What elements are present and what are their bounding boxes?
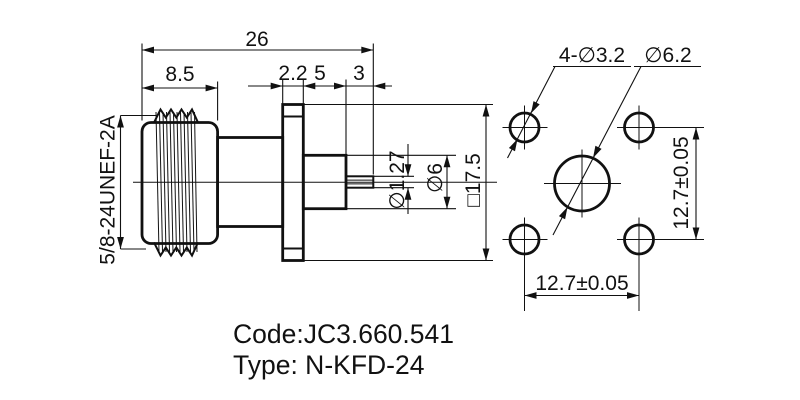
dim-hole-spacing-vertical: 12.7±0.05 <box>670 127 700 240</box>
dim-26-text: 26 <box>245 28 268 51</box>
dim-hole-spacing-horizontal: 12.7±0.05 <box>524 272 639 299</box>
dim-thread-spec: 5/8-24UNEF-2A <box>97 114 158 265</box>
title-block: Code:JC3.660.541 Type: N-KFD-24 <box>233 319 454 380</box>
dim-hole-spacing-vertical-text: 12.7±0.05 <box>670 136 693 229</box>
dim-insulator-diameter-text: ∅6 <box>424 163 447 193</box>
dim-pin-diameter-text: ∅1.27 <box>386 150 409 209</box>
dim-5-text: 5 <box>314 62 326 85</box>
dim-8-5-text: 8.5 <box>165 63 194 86</box>
thread-spec-text: 5/8-24UNEF-2A <box>97 115 120 264</box>
dim-overall-length: 26 <box>141 28 374 175</box>
mounting-holes-label-text: 4-∅3.2 <box>559 44 625 67</box>
part-code-text: Code:JC3.660.541 <box>233 319 454 349</box>
leader-mounting-holes: 4-∅3.2 <box>507 44 631 159</box>
dim-insulator-diameter: ∅6 <box>346 154 456 210</box>
dim-3-text: 3 <box>353 62 365 85</box>
flange-face-view: 4-∅3.2 ∅6.2 12.7±0.05 12.7±0.05 <box>502 44 704 311</box>
dim-flange-size: □17.5 <box>304 103 493 262</box>
thread-hatch-lines <box>155 111 198 253</box>
contact-pin-outline <box>345 175 375 189</box>
center-hole-label-text: ∅6.2 <box>644 44 692 67</box>
dim-chain-2-2-5-3: 2.2 5 3 <box>248 62 392 154</box>
dim-pin-diameter: ∅1.27 <box>373 144 414 214</box>
dim-hole-spacing-horizontal-text: 12.7±0.05 <box>535 272 628 295</box>
thread-crest-top <box>153 107 199 124</box>
dim-nut-length: 8.5 <box>142 63 219 121</box>
dim-flange-size-text: □17.5 <box>462 153 485 207</box>
dim-2-2-text: 2.2 <box>278 62 307 85</box>
part-type-text: Type: N-KFD-24 <box>233 350 424 380</box>
leader-center-hole: ∅6.2 <box>552 44 701 236</box>
side-view: 26 8.5 2.2 5 3 <box>97 28 497 265</box>
